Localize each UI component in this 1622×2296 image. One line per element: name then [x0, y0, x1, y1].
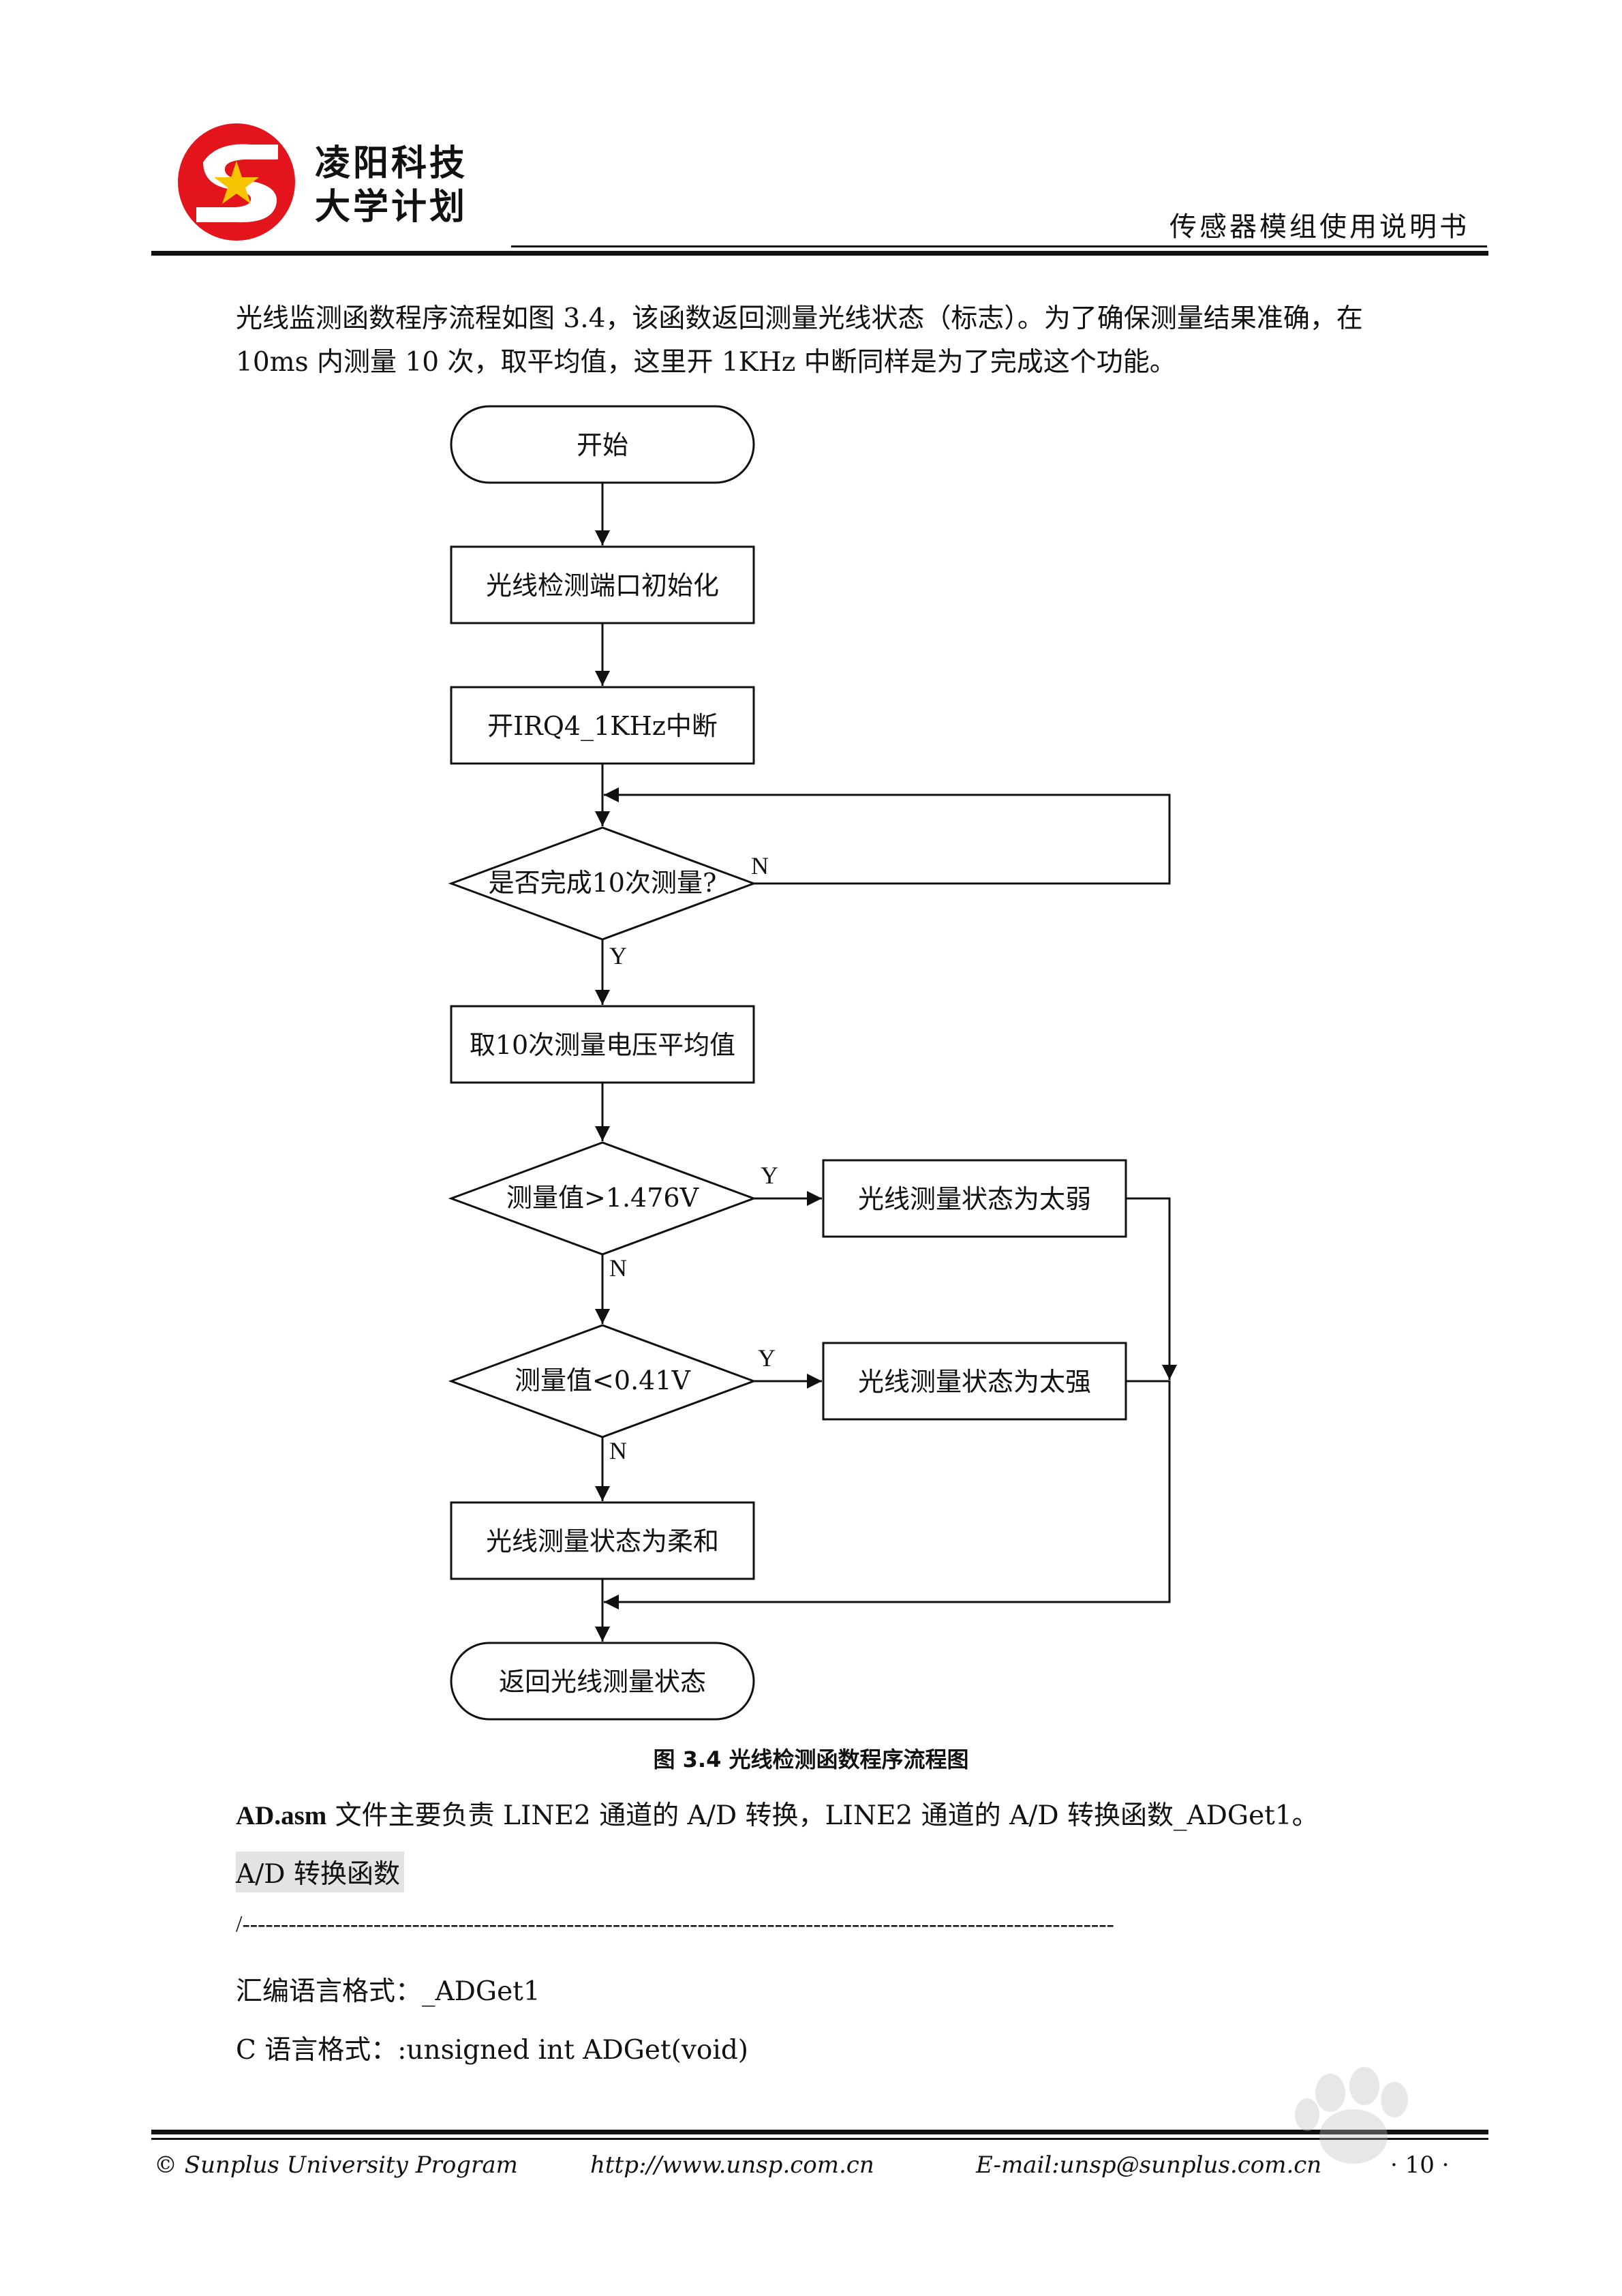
sunplus-logo [178, 123, 295, 241]
document-title: 传感器模组使用说明书 [1169, 211, 1469, 243]
brand-name: 凌阳科技 大学计划 [315, 142, 468, 229]
init-box [450, 545, 755, 624]
end-terminal [450, 1642, 755, 1721]
footer-website-link[interactable]: http://www.unsp.com.cn [590, 2151, 874, 2179]
footer-email-link[interactable]: E-mail:unsp@sunplus.com.cn [976, 2151, 1322, 2179]
intro-line-2: 10ms 内测量 10 次，取平均值，这里开 1KHz 中断同样是为了完成这个功… [236, 347, 1176, 378]
irq-label: 开IRQ4_1KHz中断 [487, 711, 718, 742]
average-label: 取10次测量电压平均值 [470, 1030, 735, 1060]
branch-label-n1: N [751, 852, 769, 879]
count-decision-label: 是否完成10次测量? [489, 868, 717, 898]
branch-label-n3: N [609, 1437, 627, 1464]
soft-box [450, 1501, 755, 1580]
page-number: · 10 · [1390, 2151, 1450, 2179]
branch-label-y2: Y [761, 1162, 778, 1189]
start-label: 开始 [577, 430, 628, 460]
header-rule-thin [511, 245, 1487, 247]
footer-rule-thick [151, 2130, 1488, 2134]
branch-label-n2: N [609, 1254, 627, 1282]
footer-rule-thin [151, 2138, 1488, 2140]
ad-file-description: AD.asm 文件主要负责 LINE2 通道的 A/D 转换，LINE2 通道的… [236, 1794, 1319, 1832]
section-label: A/D 转换函数 [236, 1852, 404, 1892]
end-label: 返回光线测量状态 [499, 1667, 706, 1697]
comment-divider: /---------------------------------------… [236, 1912, 1114, 1937]
header-rule-thick [151, 251, 1488, 256]
branch-label-y1: Y [609, 942, 627, 969]
weak-right-line [1126, 1197, 1177, 1380]
c-format-line: C 语言格式：:unsigned int ADGet(void) [236, 2035, 749, 2066]
ad-file-text: 文件主要负责 LINE2 通道的 A/D 转换，LINE2 通道的 A/D 转换… [326, 1800, 1319, 1831]
low-decision-label: 测量值<0.41V [515, 1365, 690, 1395]
intro-line-1: 光线监测函数程序流程如图 3.4，该函数返回测量光线状态（标志）。为了确保测量结… [236, 303, 1363, 334]
average-box [450, 1005, 755, 1084]
weak-label: 光线测量状态为太弱 [858, 1184, 1091, 1214]
loop-back-line [604, 787, 1171, 885]
soft-label: 光线测量状态为柔和 [486, 1526, 719, 1556]
strong-merge-line [604, 1380, 1171, 1610]
strong-label: 光线测量状态为太强 [858, 1367, 1091, 1397]
ad-file-name: AD.asm [236, 1801, 327, 1830]
brand-line-2: 大学计划 [315, 187, 468, 228]
branch-label-y3: Y [758, 1344, 776, 1372]
high-decision-label: 测量值>1.476V [506, 1183, 699, 1213]
watermark-paw-icon [1295, 2067, 1408, 2164]
brand-line-1: 凌阳科技 [315, 143, 468, 184]
weak-box [822, 1159, 1127, 1238]
intro-paragraph: 光线监测函数程序流程如图 3.4，该函数返回测量光线状态（标志）。为了确保测量结… [236, 297, 1483, 384]
asm-format-line: 汇编语言格式：_ADGet1 [236, 1976, 540, 2007]
init-label: 光线检测端口初始化 [486, 571, 719, 601]
figure-caption: 图 3.4 光线检测函数程序流程图 [653, 1747, 969, 1772]
footer-copyright: © Sunplus University Program [154, 2151, 518, 2179]
